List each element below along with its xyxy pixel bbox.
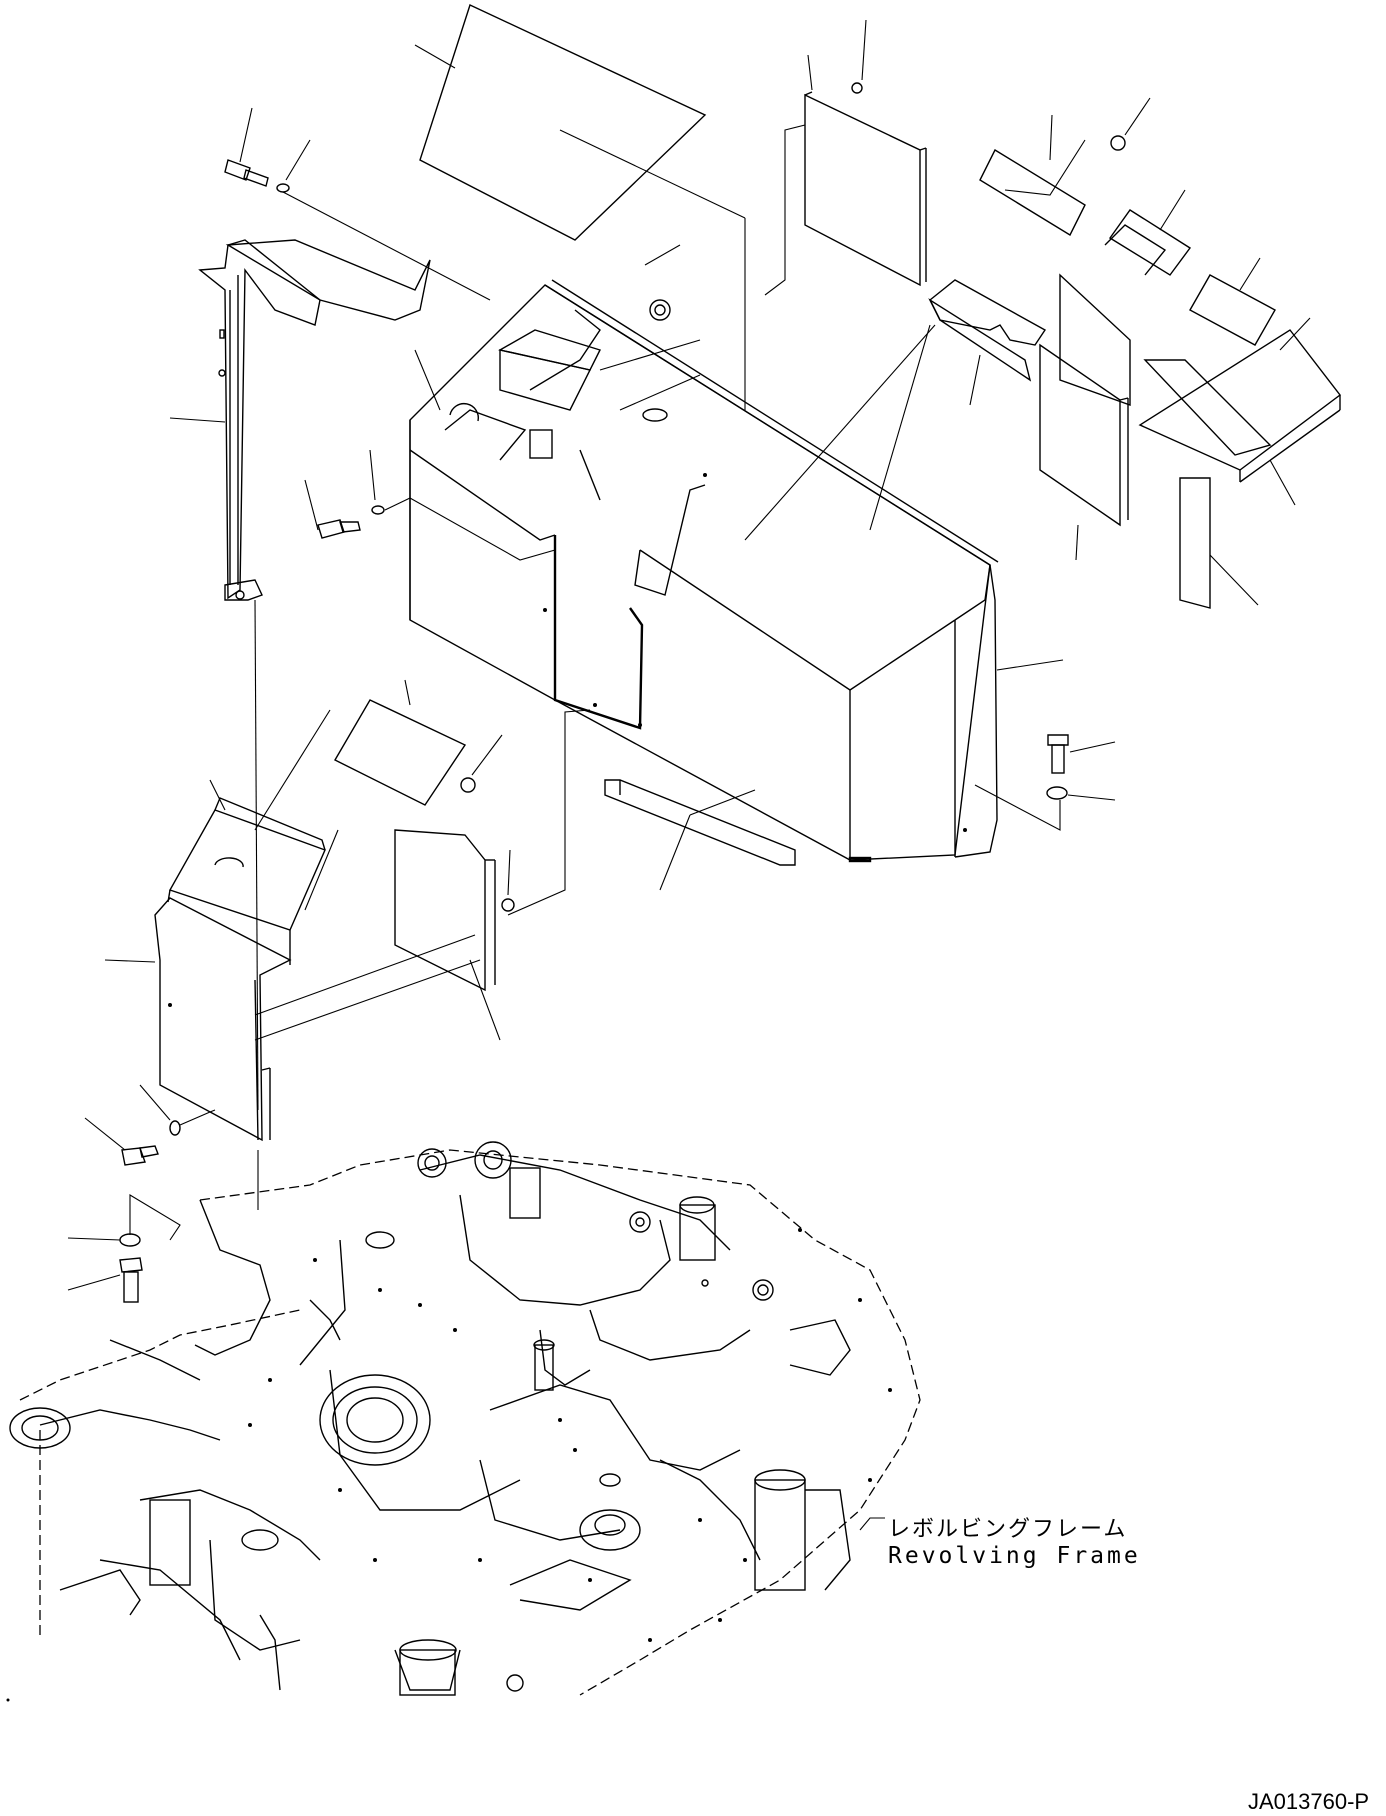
lower-left-fasteners — [67, 1084, 216, 1303]
right-seal-parts — [979, 97, 1341, 609]
side-bracket — [928, 279, 1047, 406]
right-fasteners — [974, 734, 1116, 831]
side-plate — [254, 709, 591, 1041]
middle-label-plate — [254, 679, 503, 831]
upper-left-fasteners — [224, 107, 556, 561]
revolving-frame — [6, 1141, 921, 1702]
frame-label-japanese: レボルビングフレーム — [888, 1517, 1128, 1542]
upper-right-panel — [764, 19, 927, 296]
drawing-number: JA013760-P — [1248, 1789, 1370, 1814]
main-tank — [409, 244, 1064, 863]
lower-left-box — [104, 779, 339, 1142]
frame-label-english: Revolving Frame — [888, 1543, 1141, 1569]
frame-label-leader — [859, 1517, 885, 1531]
left-support-bracket — [169, 239, 431, 601]
long-bar — [604, 779, 796, 891]
